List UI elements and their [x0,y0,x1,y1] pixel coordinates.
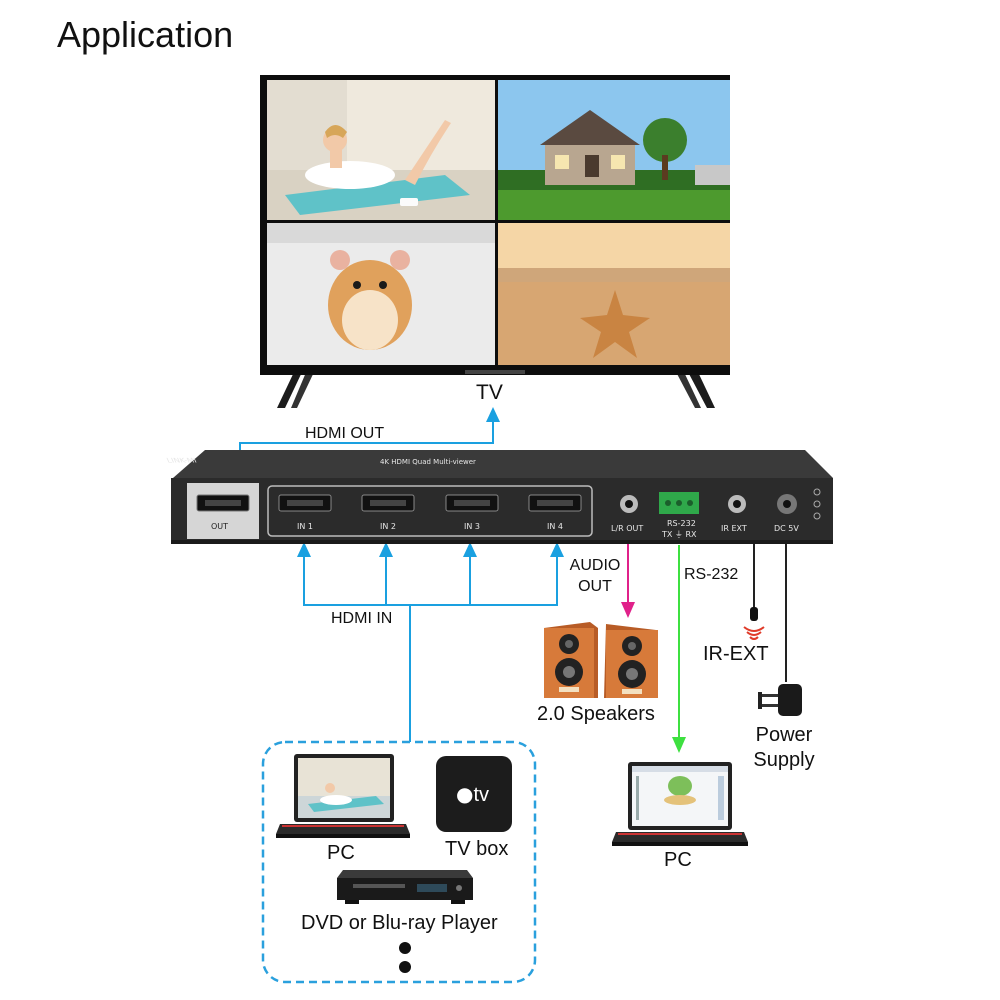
audio-out-label: AUDIO OUT [565,557,625,596]
port-label-in3: IN 3 [464,522,480,531]
hdmi-out-arrow [486,407,500,422]
speaker-right [604,624,658,698]
source-pc-label: PC [327,842,355,865]
hdmi-port-in1 [279,495,331,511]
device-top [173,450,833,478]
port-label-lr-out: L/R OUT [611,524,643,533]
hdmi-in-bus [304,556,557,605]
port-label-rs232: RS-232 [667,519,696,528]
port-label-in4: IN 4 [547,522,563,531]
apple-tv-logo-icon: ●tv [456,782,489,807]
hdmi-in-label: HDMI IN [331,610,392,628]
more-sources-ellipsis [395,938,415,978]
hdmi-out-label: HDMI OUT [305,425,384,443]
dvd-player-icon [335,868,475,906]
speaker-left [544,622,598,698]
control-pc-label: PC [664,849,692,872]
control-pc-laptop [610,760,750,850]
rs232-label: RS-232 [684,566,738,584]
multiviewer-device [165,450,840,550]
source-pc-laptop [276,752,411,840]
ir-sensor [750,607,758,621]
power-supply-label: Power Supply [742,724,826,772]
speakers-label: 2.0 Speakers [537,703,655,726]
hdmi-port-in2 [362,495,414,511]
source-tv-box-label: TV box [445,838,508,861]
power-adapter-icon [756,680,806,720]
rs232-arrow [672,737,686,753]
hdmi-port-out [197,495,249,511]
port-label-ir-ext: IR EXT [721,524,747,533]
port-label-out: OUT [211,522,228,531]
audio-arrow [621,602,635,618]
speakers-icon [540,620,665,702]
device-brand: LINK-MI [165,457,198,464]
tv-box-icon: ●tv [436,756,512,832]
source-dvd-label: DVD or Blu-ray Player [301,912,498,935]
device-model: 4K HDMI Quad Multi-viewer [380,458,476,466]
hdmi-port-in4 [529,495,581,511]
hdmi-port-in3 [446,495,498,511]
port-label-dc5v: DC 5V [774,524,799,533]
port-label-rs232-pins: TX ⏚ RX [662,529,697,540]
ir-ext-label: IR-EXT [703,643,769,666]
port-label-in1: IN 1 [297,522,313,531]
port-label-in2: IN 2 [380,522,396,531]
